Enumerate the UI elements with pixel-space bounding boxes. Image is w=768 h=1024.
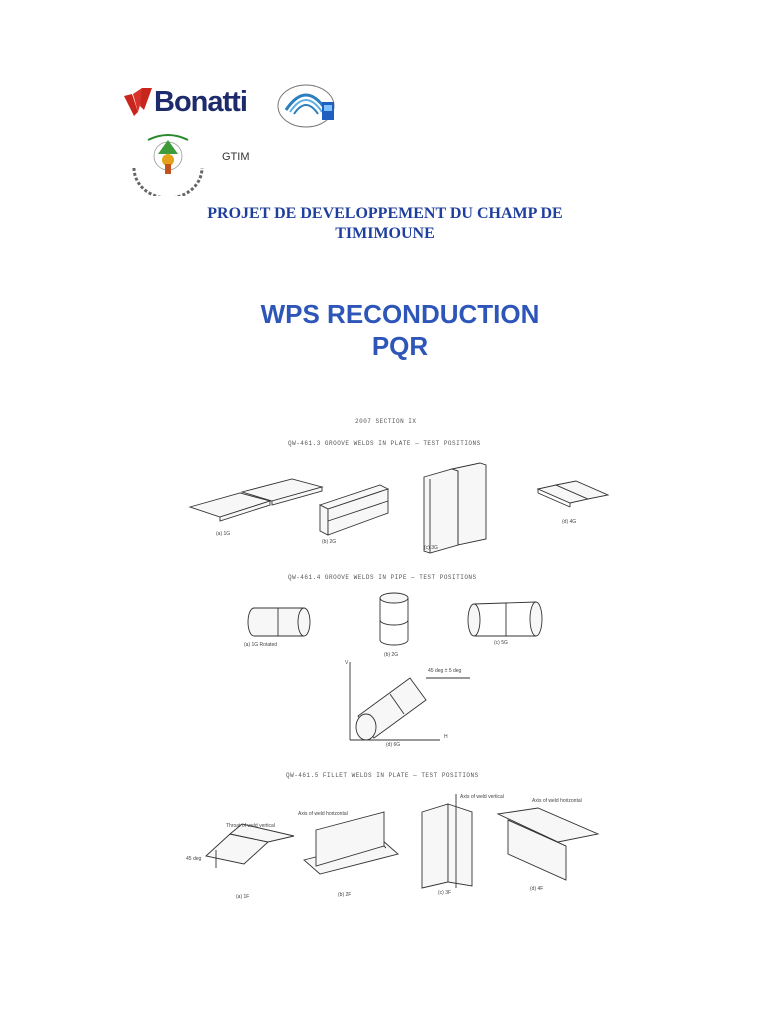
gtim-seal-icon bbox=[132, 134, 204, 196]
pipe-1g-diagram bbox=[247, 607, 311, 637]
project-title-line2: TIMIMOUNE bbox=[335, 225, 435, 242]
fillet-4f-label: (d) 4F bbox=[530, 886, 544, 892]
fillet-plate-caption: QW-461.5 FILLET WELDS IN PLATE — TEST PO… bbox=[286, 772, 479, 779]
pipe-2g-label: (b) 2G bbox=[384, 652, 399, 658]
fillet-1f-label: (a) 1F bbox=[236, 894, 250, 900]
document-title: WPS RECONDUCTION PQR bbox=[170, 298, 630, 362]
plate-1g-diagram bbox=[188, 478, 324, 522]
pipe-6g-label: (d) 6G bbox=[386, 742, 401, 748]
bonatti-wordmark: Bonatti bbox=[154, 86, 248, 118]
fillet-3f-diagram bbox=[421, 794, 473, 889]
pipe-6g-diagram bbox=[349, 662, 470, 741]
groove-plate-figure bbox=[188, 462, 610, 554]
fillet-2f-diagram bbox=[303, 811, 399, 875]
groove-pipe-figure bbox=[247, 592, 543, 741]
fillet-1f-diagram bbox=[205, 823, 295, 868]
bonatti-mark-icon bbox=[124, 88, 152, 116]
fillet-angle-label: 45 deg bbox=[186, 856, 202, 862]
groove-plate-caption: QW-461.3 GROOVE WELDS IN PLATE — TEST PO… bbox=[288, 440, 481, 447]
pipe-axis-v: V bbox=[345, 660, 349, 666]
plate-3g-label: (c) 3G bbox=[424, 545, 438, 551]
groove-pipe-caption: QW-461.4 GROOVE WELDS IN PIPE — TEST POS… bbox=[288, 574, 477, 581]
sonatrach-seal-icon bbox=[277, 84, 335, 128]
fillet-axis-vertical-note: Axis of weld vertical bbox=[460, 794, 504, 800]
pipe-1g-label: (a) 1G Rotated bbox=[244, 642, 278, 648]
pipe-5g-label: (c) 5G bbox=[494, 640, 508, 646]
document-title-line2: PQR bbox=[371, 331, 429, 361]
plate-4g-label: (d) 4G bbox=[562, 519, 577, 525]
fillet-2f-label: (b) 2F bbox=[338, 892, 352, 898]
bonatti-logo: Bonatti bbox=[124, 86, 264, 120]
pipe-axis-h: H bbox=[444, 734, 448, 740]
plate-2g-diagram bbox=[318, 484, 390, 536]
section-header: 2007 SECTION IX bbox=[355, 418, 417, 425]
project-title: PROJET DE DEVELOPPEMENT DU CHAMP DE TIMI… bbox=[140, 204, 630, 244]
fillet-axis-horizontal-d-note: Axis of weld horizontal bbox=[532, 798, 582, 804]
fillet-axis-horizontal-b-note: Axis of weld horizontal bbox=[298, 811, 348, 817]
fillet-3f-label: (c) 3F bbox=[438, 890, 452, 896]
plate-3g-diagram bbox=[423, 462, 487, 554]
pipe-angle-annotation: 45 deg ± 5 deg bbox=[428, 668, 462, 674]
pipe-2g-diagram bbox=[379, 592, 409, 646]
fillet-throat-note: Throat of weld vertical bbox=[226, 823, 275, 829]
fillet-4f-diagram bbox=[496, 807, 600, 881]
gtim-label: GTIM bbox=[222, 151, 250, 163]
project-title-line1: PROJET DE DEVELOPPEMENT DU CHAMP DE bbox=[207, 205, 563, 222]
fillet-plate-figure bbox=[205, 794, 600, 889]
plate-4g-diagram bbox=[536, 480, 610, 508]
document-title-line1: WPS RECONDUCTION bbox=[260, 299, 540, 329]
pipe-5g-diagram bbox=[467, 601, 543, 637]
plate-1g-label: (a) 1G bbox=[216, 531, 231, 537]
plate-2g-label: (b) 2G bbox=[322, 539, 337, 545]
